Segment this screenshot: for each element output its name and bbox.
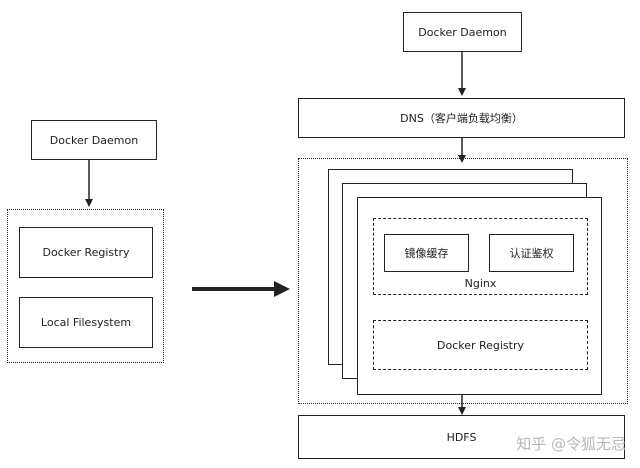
- registry-inner-group: Docker Registry: [373, 320, 588, 370]
- image-cache-box: 镜像缓存: [384, 234, 469, 272]
- nginx-group: [373, 218, 588, 295]
- dns-label: DNS（客户端负载均衡）: [400, 112, 523, 125]
- left-docker-registry-label: Docker Registry: [42, 246, 130, 259]
- right-docker-registry-label: Docker Registry: [436, 338, 525, 352]
- nginx-label: Nginx: [464, 277, 497, 290]
- left-docker-daemon-box: Docker Daemon: [31, 120, 157, 160]
- left-local-filesystem-label: Local Filesystem: [40, 316, 132, 329]
- right-docker-daemon-box: Docker Daemon: [403, 12, 522, 52]
- left-docker-registry-box: Docker Registry: [19, 227, 153, 278]
- left-local-filesystem-box: Local Filesystem: [19, 297, 153, 348]
- registry-node-layer-1: [357, 197, 602, 395]
- dns-box: DNS（客户端负载均衡）: [298, 98, 625, 138]
- arrow-migration-head: [274, 281, 290, 297]
- watermark-text: 知乎 @令狐无忌: [516, 435, 626, 453]
- left-docker-daemon-label: Docker Daemon: [49, 133, 139, 147]
- right-docker-daemon-label: Docker Daemon: [418, 25, 507, 39]
- hdfs-box: HDFS: [298, 415, 625, 459]
- left-storage-group: [7, 209, 164, 363]
- hdfs-label: HDFS: [446, 430, 477, 444]
- auth-label: 认证鉴权: [509, 247, 554, 260]
- image-cache-label: 镜像缓存: [404, 247, 449, 260]
- auth-box: 认证鉴权: [489, 234, 574, 272]
